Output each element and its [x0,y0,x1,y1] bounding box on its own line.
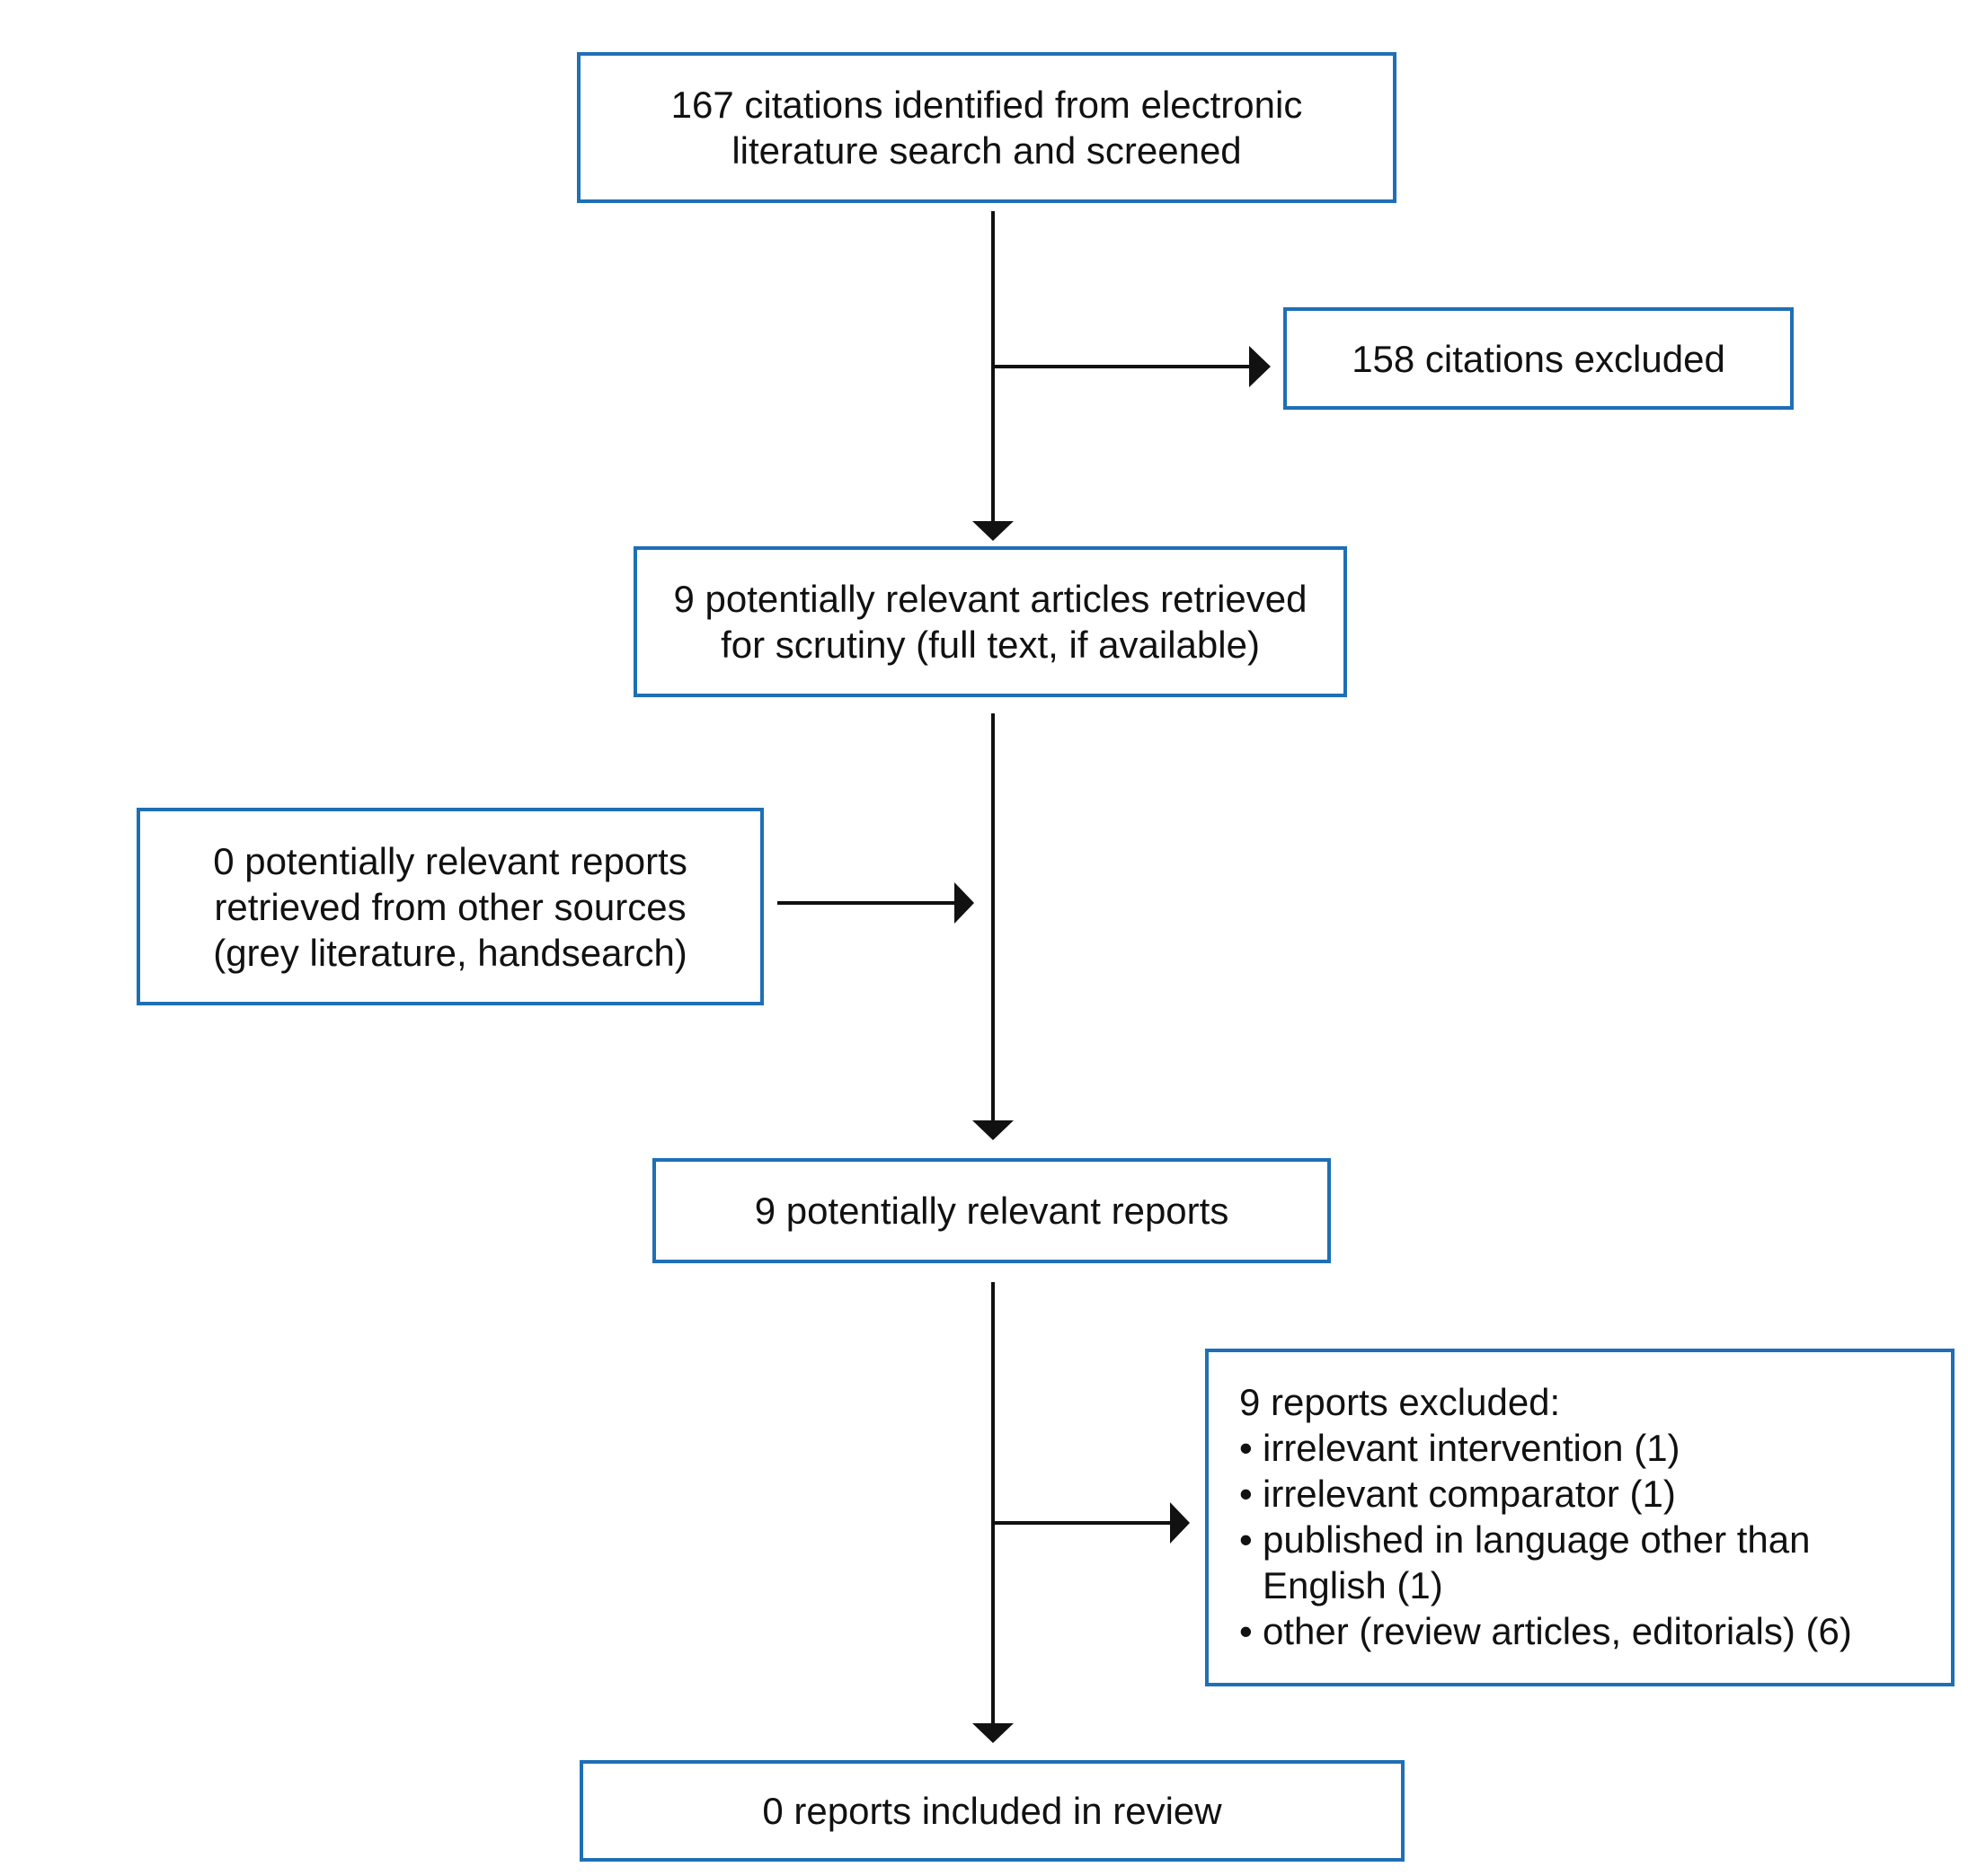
arrow-reports-to-included [972,1282,1014,1743]
identified-box: 167 citations identified from electronic… [577,52,1396,203]
arrow-identified-to-articles [972,211,1014,541]
arrow-articles-to-reports [972,713,1014,1140]
arrow-from-other-sources [777,882,974,924]
relevant-reports-box: 9 potentially relevant reports [652,1158,1331,1263]
arrow-to-reports-excluded [993,1502,1190,1544]
exclusion-reason: published in language other than English… [1239,1517,1838,1608]
relevant-reports-text: 9 potentially relevant reports [754,1190,1229,1232]
included-text: 0 reports included in review [762,1790,1222,1832]
reports-excluded-text: 9 reports excluded: irrelevant intervent… [1239,1379,1852,1654]
citations-excluded-text: 158 citations excluded [1352,337,1725,380]
articles-retrieved-box: 9 potentially relevant articles retrieve… [634,546,1347,697]
included-box: 0 reports included in review [580,1760,1405,1862]
reports-excluded-heading: 9 reports excluded: [1239,1381,1561,1423]
identified-text: 167 citations identified from electronic… [670,84,1303,172]
exclusion-reason: irrelevant intervention (1) [1239,1425,1852,1471]
reports-excluded-box: 9 reports excluded: irrelevant intervent… [1205,1349,1955,1686]
exclusion-reason-list: irrelevant intervention (1) irrelevant c… [1239,1425,1852,1654]
citations-excluded-box: 158 citations excluded [1283,307,1794,410]
other-sources-box: 0 potentially relevant reports retrieved… [137,808,764,1005]
arrow-to-citations-excluded [993,346,1271,387]
articles-retrieved-text: 9 potentially relevant articles retrieve… [673,578,1308,666]
exclusion-reason: other (review articles, editorials) (6) [1239,1608,1852,1654]
other-sources-text: 0 potentially relevant reports retrieved… [213,839,687,974]
exclusion-reason: irrelevant comparator (1) [1239,1471,1852,1517]
